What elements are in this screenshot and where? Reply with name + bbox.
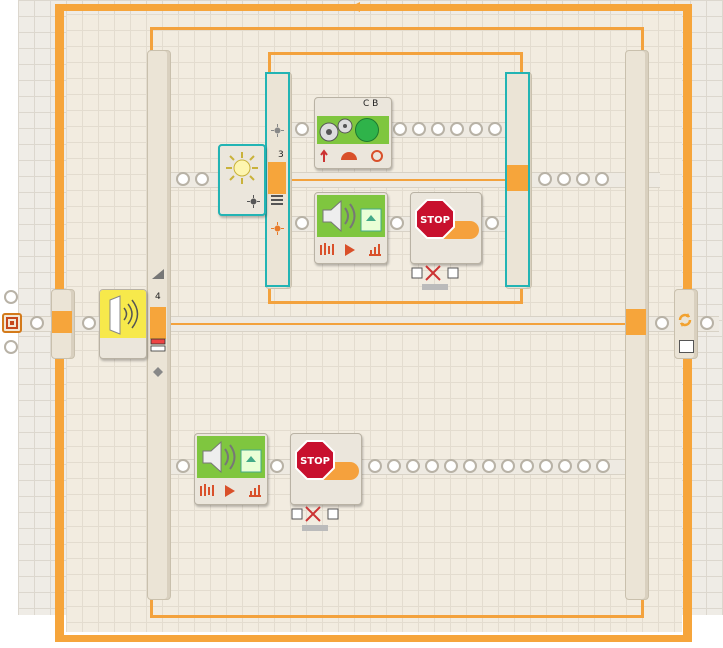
connector-pin (450, 122, 464, 136)
connector-pin (700, 316, 714, 330)
connector-pin (463, 459, 477, 473)
connector-pin (270, 459, 284, 473)
connector-pin (176, 172, 190, 186)
connector-pin (595, 172, 609, 186)
connector-pin (488, 122, 502, 136)
switch-main-plug-icon (151, 268, 165, 280)
motor-ports: C B (363, 99, 379, 109)
connector-pin (655, 316, 669, 330)
switch-main-plug-number: 4 (155, 292, 161, 302)
loop-icon (676, 311, 694, 329)
switch-main-output-marker (626, 309, 646, 335)
connector-pin (425, 459, 439, 473)
light-sensor-block-highlight (218, 144, 266, 216)
motor-block[interactable]: C B (314, 97, 392, 169)
connector-pin (390, 216, 404, 230)
connector-pin (469, 122, 483, 136)
connector-pin (368, 459, 382, 473)
stop-label-2: STOP (300, 456, 330, 467)
stop-label: STOP (420, 215, 450, 226)
switch-nested-right-post-highlight (505, 72, 530, 287)
sound-sensor-icon (109, 295, 139, 335)
stop-sign-icon: STOP (415, 199, 455, 239)
switch-frame-bottom[interactable] (150, 615, 644, 618)
connector-pin (412, 122, 426, 136)
connector-pin (4, 290, 18, 304)
connector-pin (82, 316, 96, 330)
stop-block[interactable]: STOP (410, 192, 482, 264)
connector-pin (393, 122, 407, 136)
stop-block-2[interactable]: STOP (290, 433, 362, 505)
data-wire-main[interactable] (160, 323, 644, 325)
switch-nested-output-marker (507, 165, 528, 191)
stop-block-config-icon (410, 262, 460, 292)
loop-start-post-marker (52, 311, 72, 333)
sound-block[interactable] (314, 192, 388, 264)
nested-switch-frame-top[interactable] (268, 52, 523, 55)
switch-main-tab-icon (152, 366, 164, 378)
sound-icon-2 (202, 440, 262, 474)
sound-2-settings-icons (199, 482, 263, 498)
switch-main-input-plug[interactable] (150, 307, 166, 339)
light-sensor-small-icon-2 (271, 222, 284, 235)
sound-block-face (317, 195, 385, 237)
stop-sign-icon-2: STOP (295, 440, 335, 480)
connector-pin (558, 459, 572, 473)
sound-sensor-block-face (100, 290, 146, 338)
connector-pin (539, 459, 553, 473)
start-icon (6, 317, 18, 329)
sound-sensor-block[interactable] (99, 289, 147, 359)
connector-pin (482, 459, 496, 473)
motor-status-light (355, 118, 379, 142)
connector-pin (4, 340, 18, 354)
loop-control-icon (679, 340, 694, 353)
gear-icon (319, 118, 353, 142)
connector-pin (406, 459, 420, 473)
connector-pin (176, 459, 190, 473)
switch-nested-left-post-highlight (265, 72, 290, 287)
nested-switch-frame-bottom[interactable] (268, 301, 523, 304)
connector-pin (557, 172, 571, 186)
motor-settings-icons (319, 148, 387, 164)
connector-pin (295, 122, 309, 136)
connector-pin (501, 459, 515, 473)
light-sensor-settings-icon (247, 195, 260, 208)
loop-return-arrow (348, 1, 366, 13)
connector-pin (577, 459, 591, 473)
connector-pin (295, 216, 309, 230)
sound-icon (322, 199, 382, 233)
connector-pin (195, 172, 209, 186)
connector-pin (596, 459, 610, 473)
switch-frame-top[interactable] (150, 27, 644, 30)
light-sensor-small-icon (271, 124, 284, 137)
connector-pin (387, 459, 401, 473)
motor-block-face (317, 116, 389, 144)
light-sensor-block[interactable] (218, 144, 266, 216)
connector-pin (485, 216, 499, 230)
switch-nested-plug-number: 3 (278, 150, 284, 160)
connector-pin (30, 316, 44, 330)
sound-block-2-face (197, 436, 265, 478)
switch-nested-list-icon (270, 194, 284, 206)
connector-pin (444, 459, 458, 473)
connector-pin (520, 459, 534, 473)
stop-block-2-config-icon (290, 503, 340, 533)
sound-block-2[interactable] (194, 433, 268, 505)
light-sensor-icon (225, 151, 259, 185)
sound-settings-icons (319, 241, 383, 257)
loop-frame-bottom[interactable] (55, 635, 692, 642)
loop-frame-top[interactable] (55, 4, 691, 11)
connector-pin (538, 172, 552, 186)
switch-nested-input-plug[interactable] (268, 162, 286, 194)
data-wire-upper[interactable] (278, 179, 516, 181)
connector-pin (576, 172, 590, 186)
program-start-block[interactable] (2, 313, 22, 333)
connector-pin (431, 122, 445, 136)
switch-main-case-icon (150, 338, 166, 352)
